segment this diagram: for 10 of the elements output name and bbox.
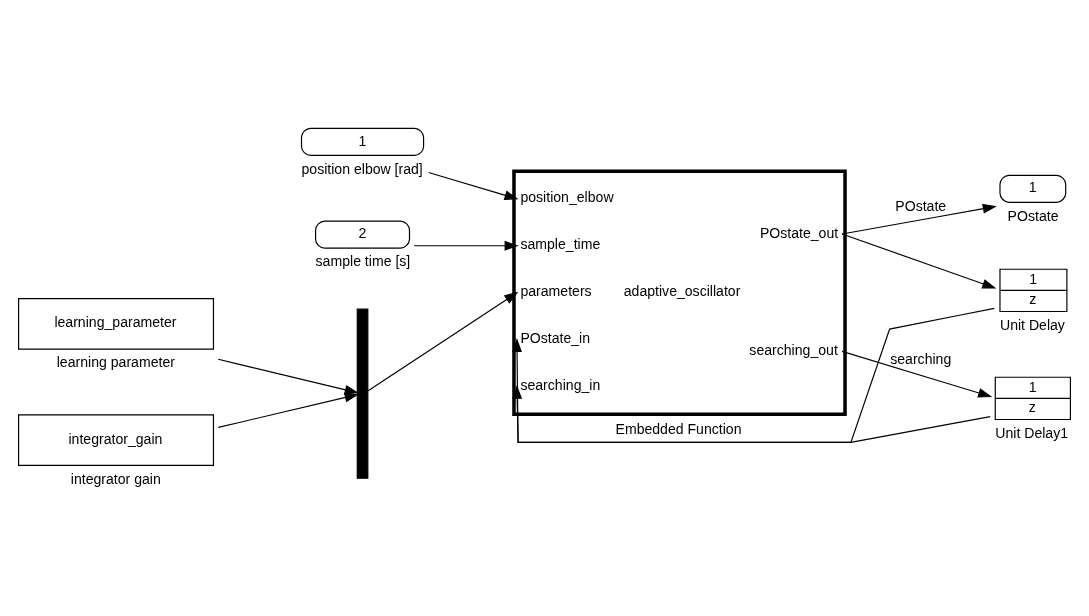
edge-label: searching <box>890 350 952 367</box>
node-label: integrator gain <box>70 470 161 487</box>
node-label: Embedded Function <box>615 421 742 438</box>
edge-label: POstate <box>895 198 947 215</box>
node-label: sample time [s] <box>315 253 411 270</box>
node-label: Unit Delay <box>999 316 1065 333</box>
node-label: POstate <box>1007 207 1059 224</box>
node-label: Unit Delay1 <box>995 424 1069 441</box>
node-label: learning parameter <box>56 354 175 371</box>
node-label: position elbow [rad] <box>301 160 423 177</box>
